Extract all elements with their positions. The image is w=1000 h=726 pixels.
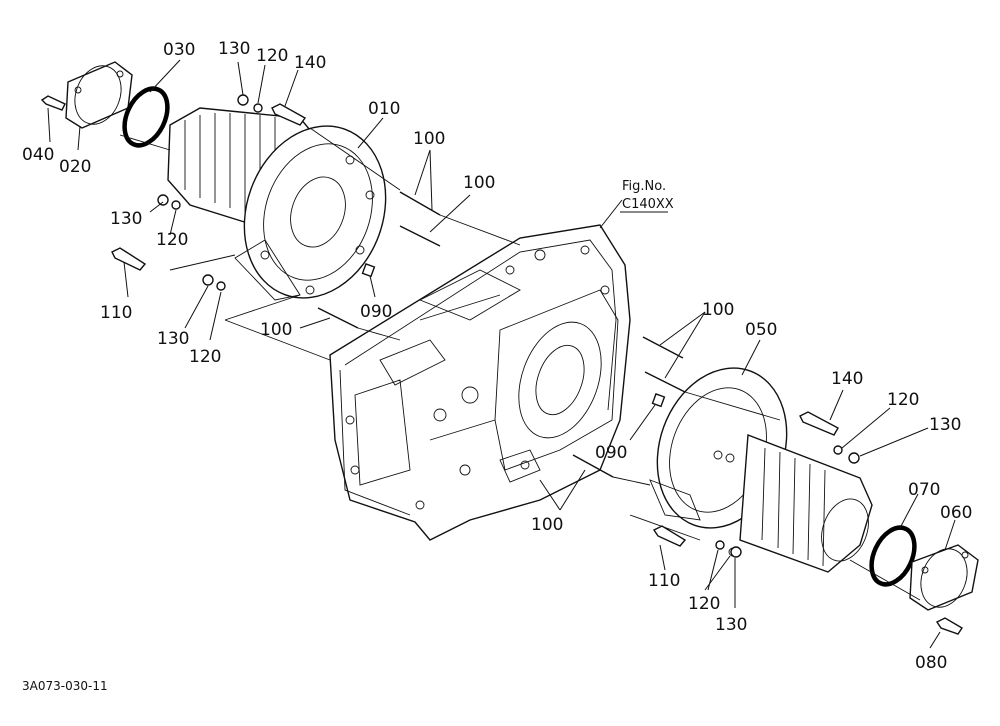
- part-label-120-bottom: 120: [688, 594, 720, 614]
- part-label-100-top: 100: [413, 129, 445, 149]
- fasteners: [40, 94, 963, 635]
- part-label-100-mid: 100: [463, 173, 495, 193]
- leader-lines: [47, 59, 956, 649]
- drawing-code: 3A073-030-11: [22, 679, 108, 693]
- right-axle-housing: [649, 367, 873, 573]
- figure-reference: Fig.No. C140XX: [620, 179, 674, 213]
- part-label-090-left: 090: [360, 302, 392, 322]
- transmission-case: [329, 224, 631, 541]
- part-label-090-right: 090: [595, 443, 627, 463]
- part-label-140-top: 140: [294, 53, 326, 73]
- part-label-100-lower-left: 100: [260, 320, 292, 340]
- left-axle-housing: [167, 107, 387, 301]
- right-cover-plate: [909, 544, 979, 611]
- part-label-100-bottom: 100: [531, 515, 563, 535]
- part-label-020: 020: [59, 157, 91, 177]
- part-label-060: 060: [940, 503, 972, 523]
- part-label-130-right: 130: [929, 415, 961, 435]
- part-labels: 030 130 120 140 010 040 020 100 100 130 …: [22, 39, 972, 673]
- figure-reference-line2: C140XX: [622, 197, 674, 212]
- part-label-130-mid: 130: [110, 209, 142, 229]
- left-o-ring: [122, 86, 170, 148]
- part-label-130-bottom: 130: [715, 615, 747, 635]
- part-label-040: 040: [22, 145, 54, 165]
- part-label-080: 080: [915, 653, 947, 673]
- left-cover-plate: [65, 61, 133, 129]
- part-label-130-lower: 130: [157, 329, 189, 349]
- part-label-120-right: 120: [887, 390, 919, 410]
- part-label-110-left: 110: [100, 303, 132, 323]
- part-label-110-right: 110: [648, 571, 680, 591]
- part-label-030: 030: [163, 40, 195, 60]
- figure-reference-line1: Fig.No.: [622, 179, 666, 194]
- part-label-120-top: 120: [256, 46, 288, 66]
- part-label-050: 050: [745, 320, 777, 340]
- part-label-120-lower: 120: [189, 347, 221, 367]
- right-o-ring: [869, 525, 917, 587]
- part-label-120-mid: 120: [156, 230, 188, 250]
- part-label-130-top: 130: [218, 39, 250, 59]
- part-label-010: 010: [368, 99, 400, 119]
- part-label-140-right: 140: [831, 369, 863, 389]
- part-label-070: 070: [908, 480, 940, 500]
- part-label-100-right: 100: [702, 300, 734, 320]
